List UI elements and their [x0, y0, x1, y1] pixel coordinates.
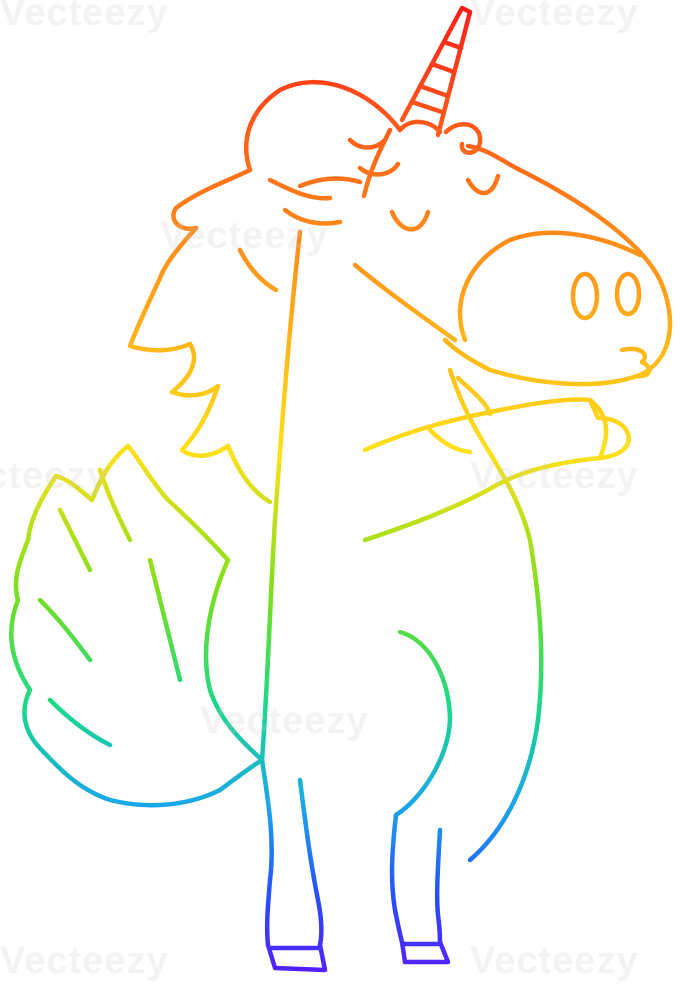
horn [399, 5, 473, 138]
hind-legs [259, 757, 451, 973]
body [259, 229, 544, 863]
head [347, 119, 673, 443]
front-leg [362, 375, 631, 543]
tail [9, 443, 265, 808]
mane [127, 80, 403, 505]
